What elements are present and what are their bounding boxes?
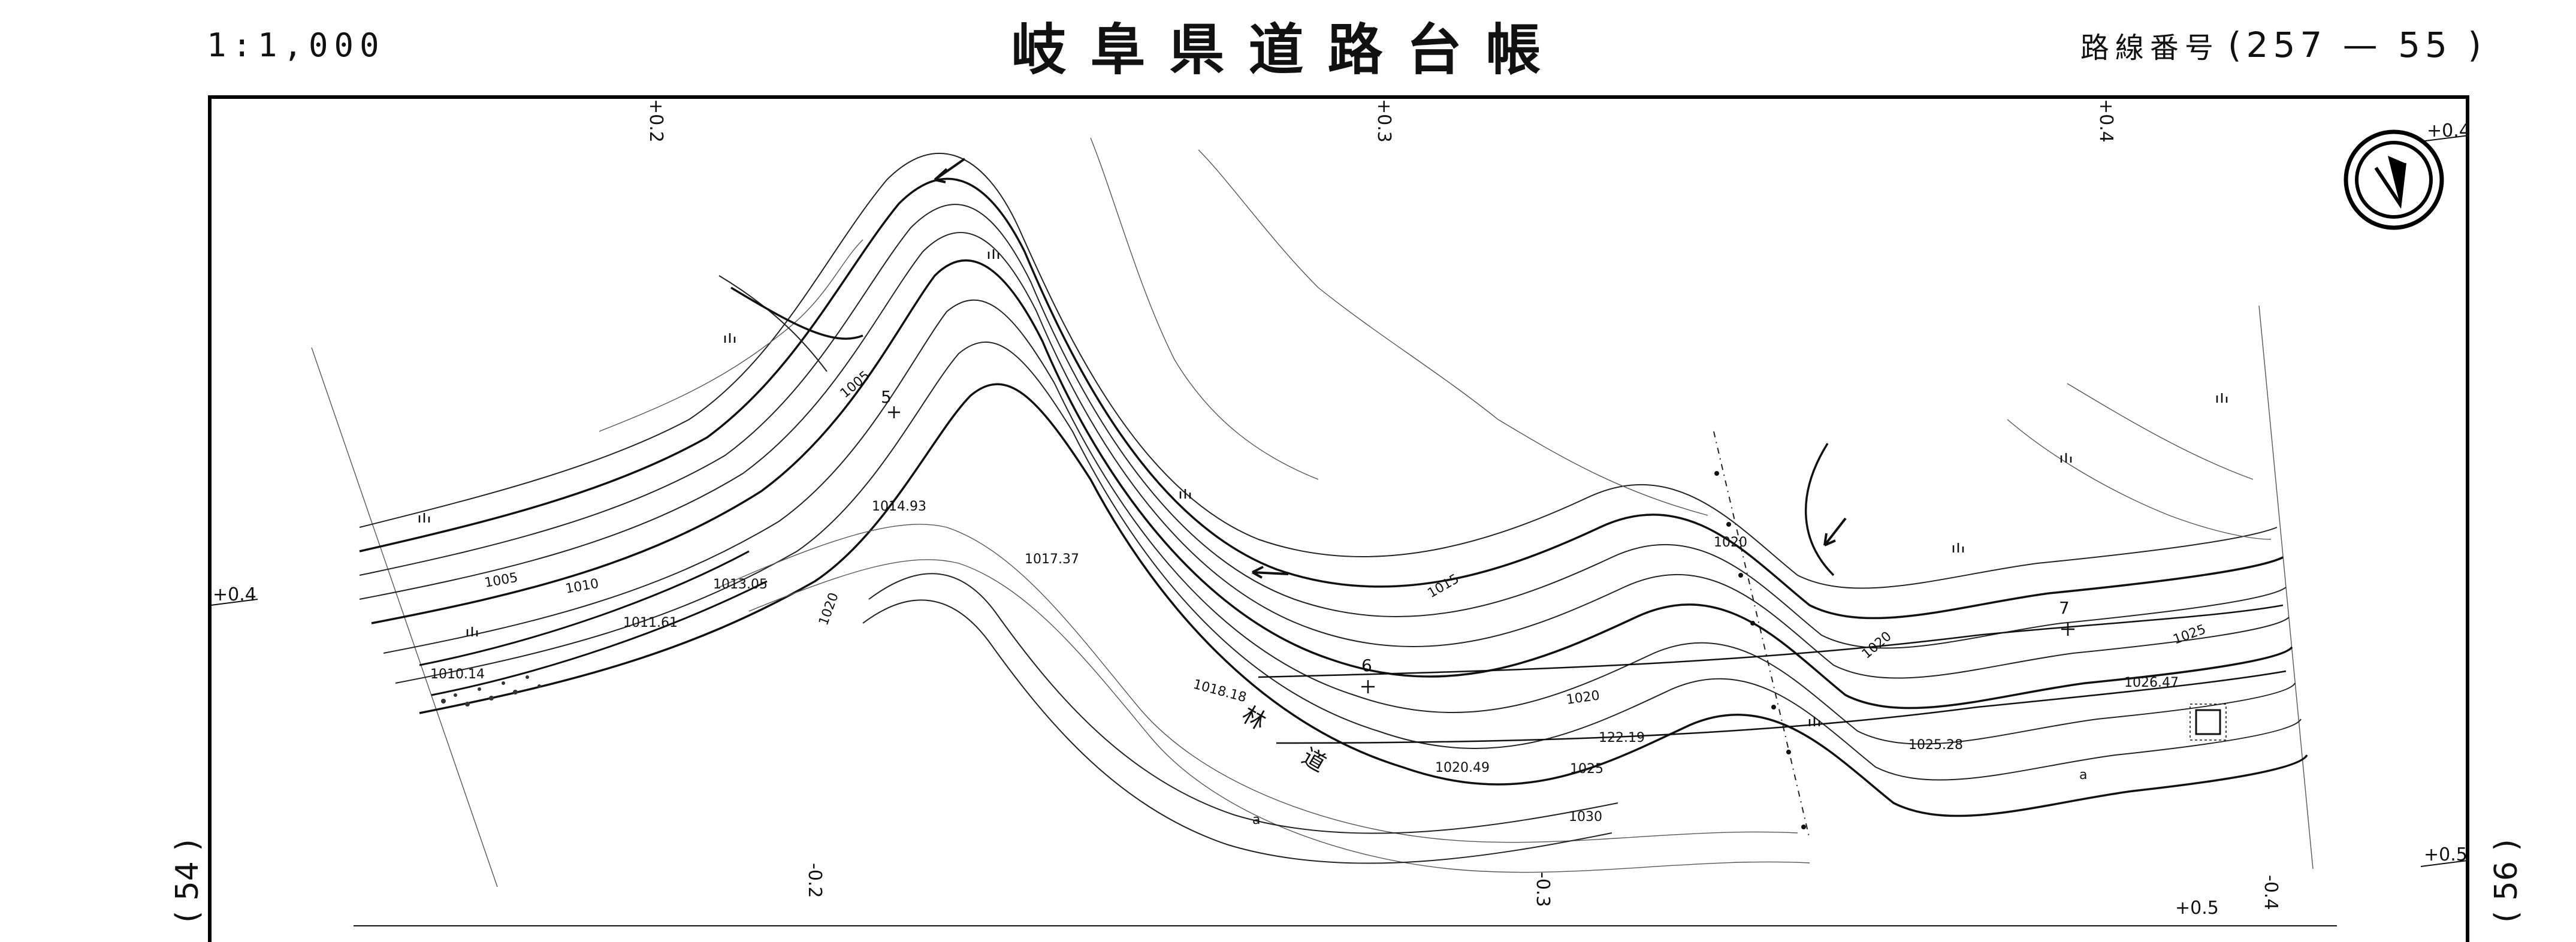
svg-text:1010: 1010 xyxy=(564,576,600,597)
contour-labels: 1005 1005 1010 1020 1015 1020 1020 1020 … xyxy=(484,368,2208,825)
svg-text:1015: 1015 xyxy=(1426,572,1462,602)
svg-text:7: 7 xyxy=(2059,598,2070,618)
road-label-2: 道 xyxy=(1298,743,1331,777)
station-right: +0.5 xyxy=(2424,844,2468,865)
survey-point-6: 6 xyxy=(1361,656,1375,693)
svg-text:1020.49: 1020.49 xyxy=(1435,760,1490,775)
svg-text:1018.18: 1018.18 xyxy=(1191,677,1248,706)
svg-text:1020: 1020 xyxy=(816,591,842,627)
road-label-1: 林 xyxy=(1238,701,1271,735)
svg-text:1014.93: 1014.93 xyxy=(872,499,926,514)
station-top-2: +0.3 xyxy=(1373,99,1394,143)
survey-point-5: 5 xyxy=(881,387,900,418)
right-sheet-label: ( 56 ) xyxy=(2489,839,2524,923)
svg-text:1025.28: 1025.28 xyxy=(1908,738,1963,753)
svg-text:1011.61: 1011.61 xyxy=(623,615,678,630)
map-scale: 1:1,000 xyxy=(207,26,385,64)
left-sheet-label: ( 54 ) xyxy=(170,839,206,923)
station-top-3: +0.4 xyxy=(2095,99,2116,143)
svg-text:a: a xyxy=(1252,813,1260,828)
svg-text:1005: 1005 xyxy=(484,570,519,591)
map-title: 岐阜県道路台帳 xyxy=(1011,17,1565,82)
survey-point-7: 7 xyxy=(2059,598,2074,636)
svg-text:122.19: 122.19 xyxy=(1599,730,1645,745)
route-number: 路線番号 (257 — 55 ) xyxy=(2080,0,2486,90)
north-arrow-icon xyxy=(2344,129,2444,230)
route-number-value: (257 — 55 ) xyxy=(2227,25,2486,65)
forest-road xyxy=(419,550,2287,744)
svg-text:6: 6 xyxy=(1361,656,1372,675)
rubble-area xyxy=(441,675,541,707)
station-bottom-4: -0.4 xyxy=(2260,875,2281,910)
map-frame xyxy=(208,95,2469,942)
grass-symbol-icon xyxy=(418,249,2228,726)
svg-text:1025: 1025 xyxy=(2172,622,2208,648)
svg-text:1010.14: 1010.14 xyxy=(430,667,485,682)
svg-text:1020: 1020 xyxy=(1714,535,1747,550)
route-number-label: 路線番号 xyxy=(2080,31,2219,65)
station-bottom-2: -0.3 xyxy=(1532,872,1553,907)
svg-text:1026.47: 1026.47 xyxy=(2124,675,2179,690)
contour-lines xyxy=(359,137,2308,873)
station-top-1: +0.2 xyxy=(645,99,666,143)
svg-text:1017.37: 1017.37 xyxy=(1025,552,1079,567)
svg-text:1020: 1020 xyxy=(1565,688,1600,708)
station-bottom-1: -0.2 xyxy=(804,863,825,898)
svg-text:5: 5 xyxy=(881,387,892,407)
svg-text:1013.05: 1013.05 xyxy=(713,577,768,592)
station-bottom-3: +0.5 xyxy=(2175,898,2219,919)
svg-text:a: a xyxy=(2079,768,2087,783)
spot-elevations: 1014.93 1017.37 1013.05 1011.61 1010.14 … xyxy=(430,499,2179,775)
svg-text:1025: 1025 xyxy=(1570,762,1603,777)
svg-text:1030: 1030 xyxy=(1569,810,1602,825)
